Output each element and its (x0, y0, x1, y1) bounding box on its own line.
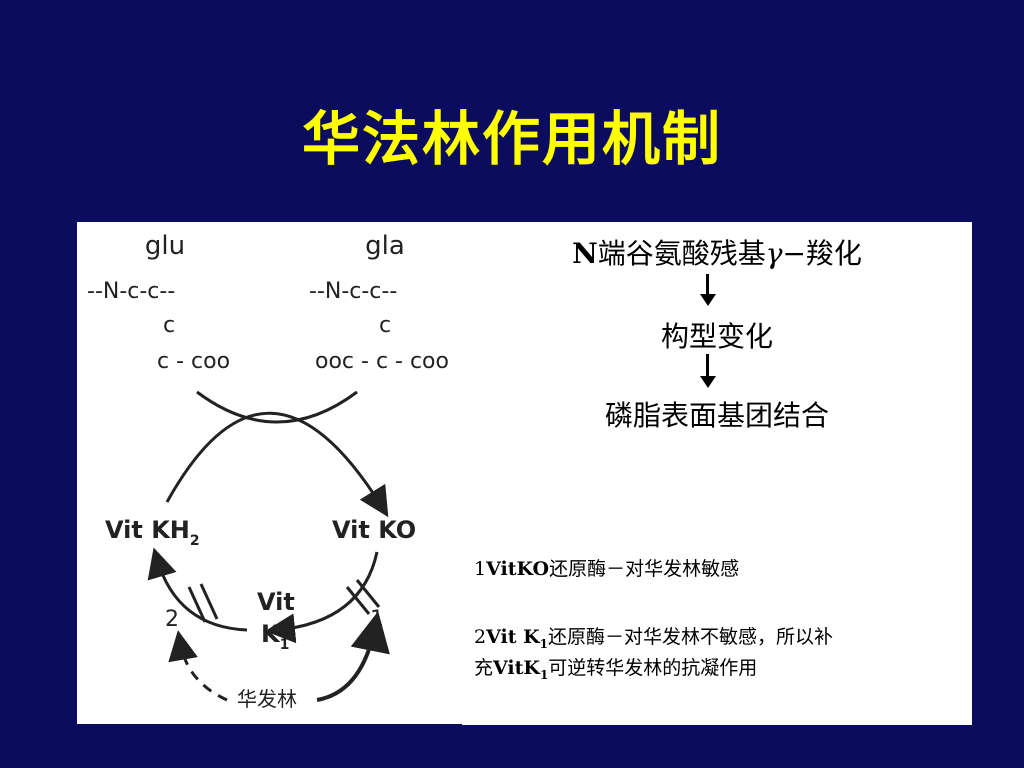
flow-step-phospholipid-binding: 磷脂表面基团结合 (604, 399, 829, 432)
pathway-1-label: 1 (370, 607, 384, 632)
pathway-2-label: 2 (165, 607, 179, 632)
warfarin-inhibit-2-arrow (168, 630, 228, 702)
vit-kh2-label: Vit KH2 (105, 516, 200, 549)
block-mark-1b (355, 579, 381, 608)
glu-label: glu (145, 231, 185, 261)
gla-chain-line1: --N-c-c-- (309, 279, 397, 304)
flow-arrow-1 (706, 274, 709, 296)
vit-k1-label-bottom: K1 (261, 620, 289, 653)
note-vitk1-supplement: 充VitK1可逆转华发林的抗凝作用 (474, 657, 758, 682)
oxidation-arrow (165, 411, 389, 518)
glu-chain-line3: c - coo (157, 349, 230, 374)
flow-step-carboxylation: N端谷氨酸残基γ−羧化 (572, 237, 862, 270)
warfarin-label: 华发林 (237, 687, 297, 711)
gla-chain-line2: c (379, 313, 391, 338)
block-mark-1a (345, 586, 371, 615)
mechanism-text-panel: N端谷氨酸残基γ−羧化 构型变化 磷脂表面基团结合 1VitKO还原酶－对华发林… (462, 222, 972, 725)
gla-label: gla (365, 231, 405, 261)
glu-chain-line2: c (163, 313, 175, 338)
gla-chain-line3: ooc - c - coo (315, 349, 449, 374)
flow-step-conformation: 构型变化 (660, 320, 773, 353)
vit-ko-label: Vit KO (332, 516, 416, 544)
vit-k1-label-top: Vit (257, 588, 295, 616)
warfarin-inhibit-1-arrow (316, 611, 390, 702)
glu-chain-line1: --N-c-c-- (87, 279, 175, 304)
vitamin-k-cycle-diagram: glu gla --N-c-c-- c c - coo --N-c-c-- c … (77, 222, 467, 724)
block-mark-2b (199, 583, 219, 620)
flow-arrow-2 (706, 354, 709, 378)
note-vitko-reductase: 1VitKO还原酶－对华发林敏感 (474, 558, 740, 580)
block-mark-2a (187, 586, 207, 623)
carboxylation-curve (196, 390, 358, 424)
flow-arrow-1-head (700, 294, 716, 306)
cycle-svg: glu gla --N-c-c-- c c - coo --N-c-c-- c … (87, 231, 449, 711)
slide-title: 华法林作用机制 (301, 105, 722, 173)
reduction-k1-arrow (147, 547, 248, 632)
reduction-ko-arrow (265, 551, 379, 644)
flow-arrow-2-head (700, 376, 716, 388)
note-vitk1-reductase: 2Vit K1还原酶－对华发林不敏感，所以补 (474, 626, 833, 651)
